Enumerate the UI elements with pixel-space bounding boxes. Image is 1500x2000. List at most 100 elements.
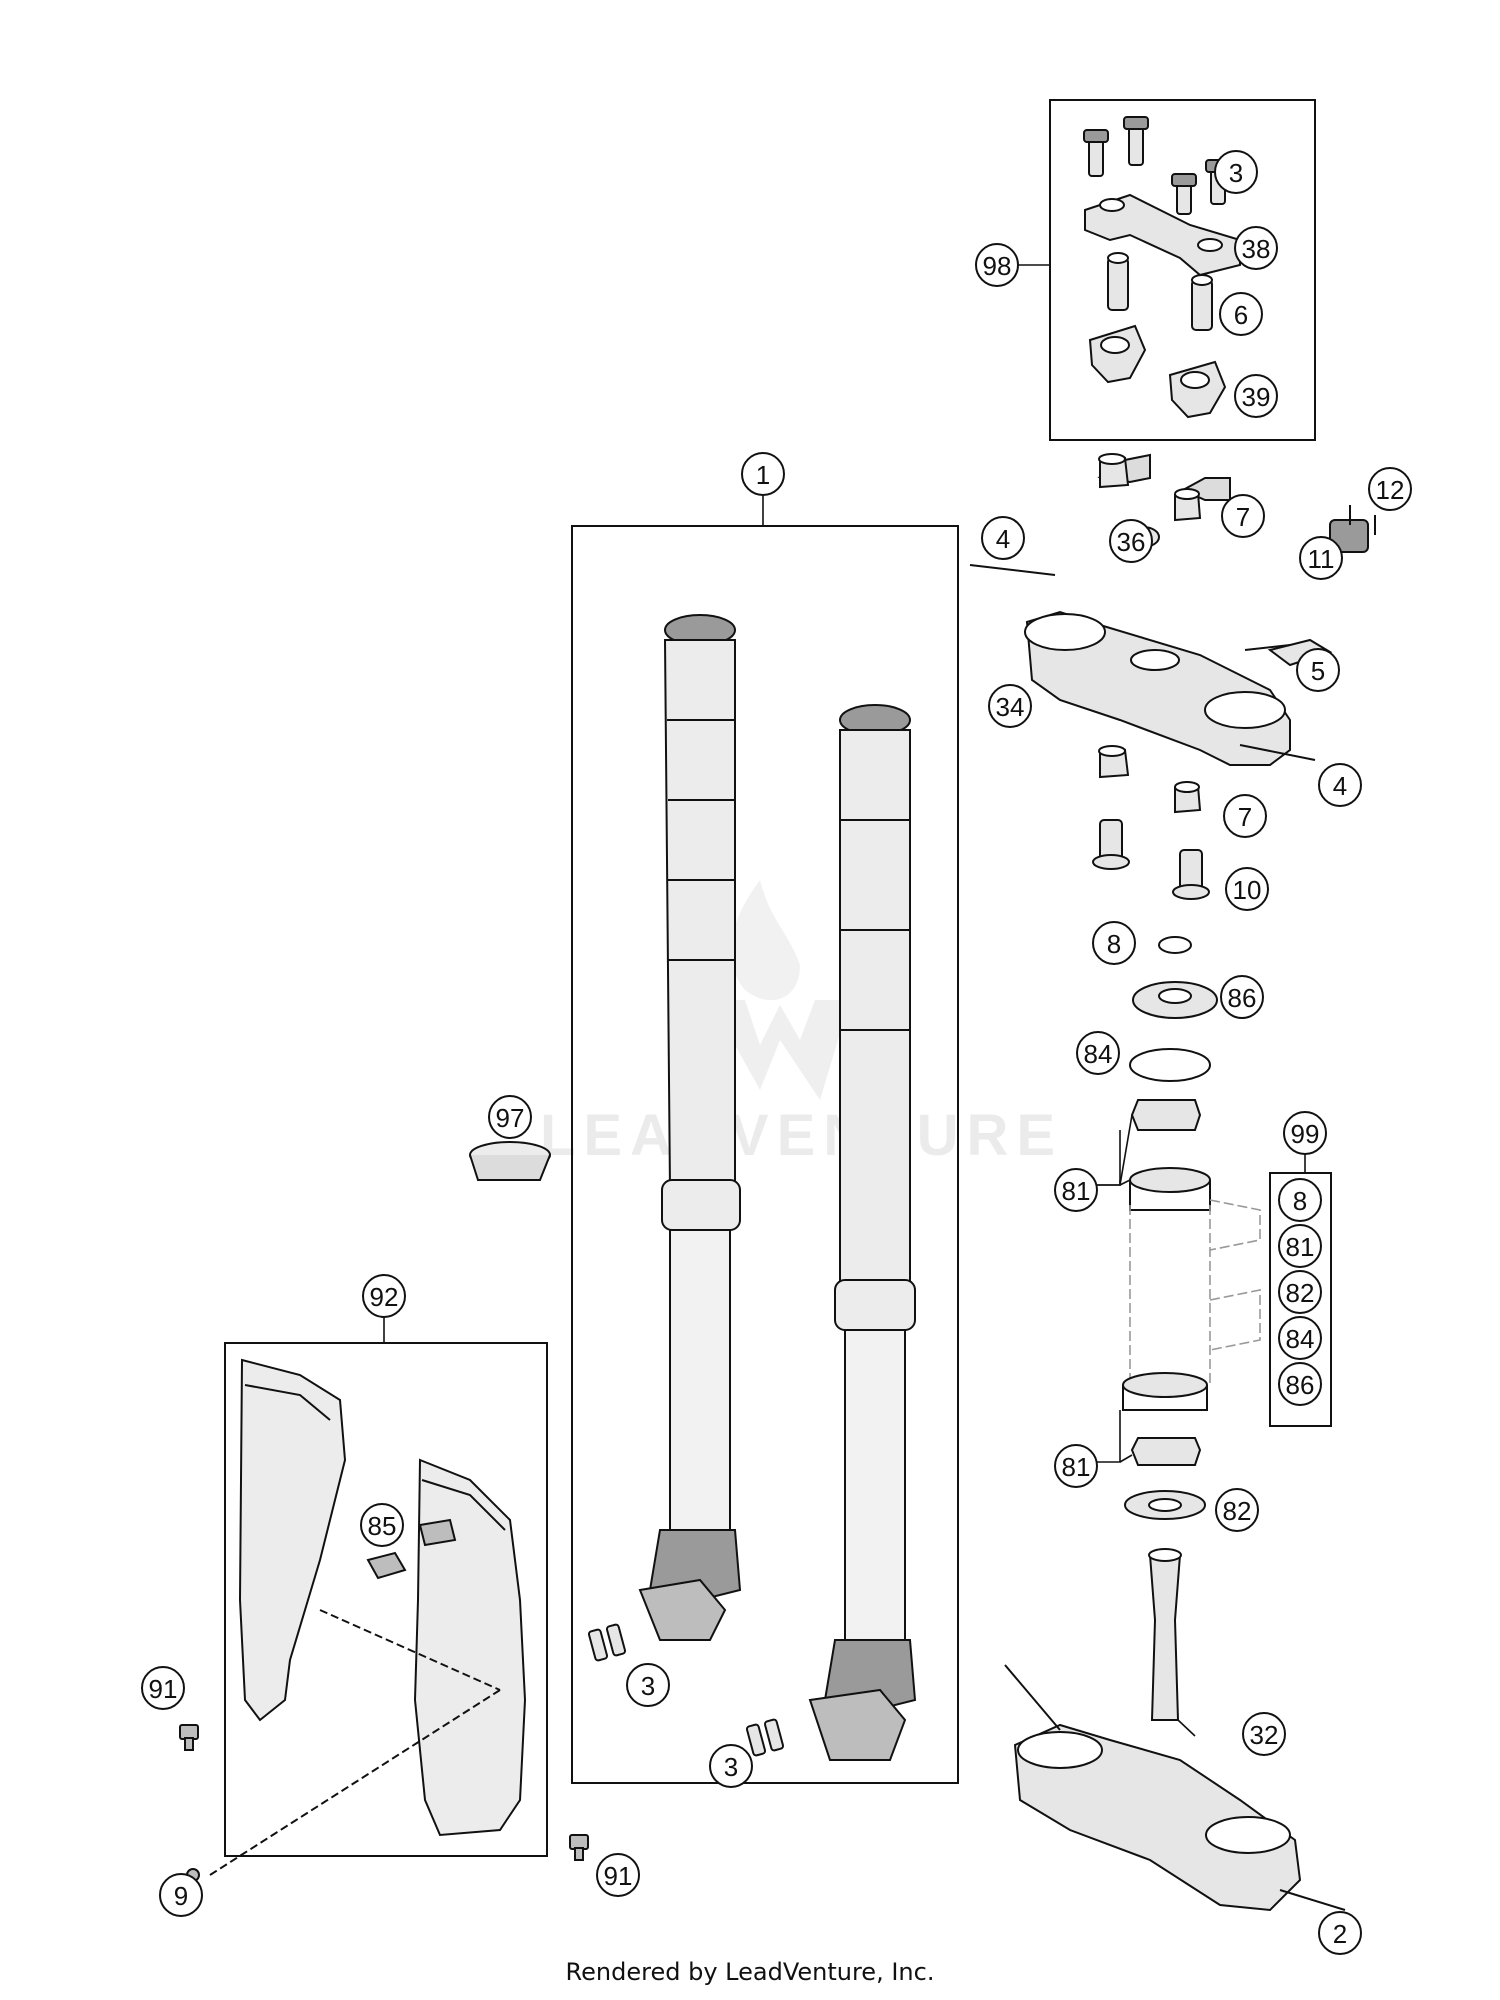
callout-c97-label: 97 (496, 1103, 525, 1133)
callout-c34: 34 (988, 684, 1032, 728)
callout-c32: 32 (1242, 1712, 1286, 1756)
callout-c7a-label: 7 (1236, 502, 1250, 532)
callout-c86-circle (1220, 975, 1264, 1019)
callout-c34-label: 34 (996, 692, 1025, 722)
callout-c4b: 4 (1318, 763, 1362, 807)
callout-c10-label: 10 (1233, 875, 1262, 905)
callout-c7b: 7 (1223, 794, 1267, 838)
callout-c12-label: 12 (1376, 475, 1405, 505)
render-credit: Rendered by LeadVenture, Inc. (565, 1958, 935, 1986)
kit-99-item-3: 84 (1278, 1316, 1322, 1360)
callout-c86: 86 (1220, 975, 1264, 1019)
callout-c10: 10 (1225, 867, 1269, 911)
callout-c10-circle (1225, 867, 1269, 911)
bearing-kit-box (1269, 1172, 1332, 1427)
callout-c99-label: 99 (1291, 1119, 1320, 1149)
callout-c36-label: 36 (1117, 527, 1146, 557)
callout-c39-circle (1234, 374, 1278, 418)
kit-99-item-1: 81 (1278, 1224, 1322, 1268)
kit-99-item-1-circle (1278, 1224, 1322, 1268)
callout-c3b-label: 3 (641, 1671, 655, 1701)
callout-c84: 84 (1076, 1031, 1120, 1075)
handlebar-clamp-parts (1083, 116, 1241, 419)
callout-c4a-circle (981, 516, 1025, 560)
callout-c82-label: 82 (1223, 1496, 1252, 1526)
callout-c81a: 81 (1054, 1168, 1098, 1212)
callout-c4b-label: 4 (1333, 771, 1347, 801)
callout-c5: 5 (1296, 648, 1340, 692)
callout-c2: 2 (1318, 1911, 1362, 1955)
callout-c81a-label: 81 (1062, 1176, 1091, 1206)
kit-99-item-1-label: 81 (1286, 1232, 1315, 1262)
callout-c9-circle (159, 1873, 203, 1917)
callout-c97: 97 (488, 1095, 532, 1139)
lower-bearings (1122, 1372, 1208, 1520)
callout-c92-circle (362, 1274, 406, 1318)
callout-c32-circle (1242, 1712, 1286, 1756)
callout-c38-label: 38 (1242, 234, 1271, 264)
callout-c91b: 91 (596, 1853, 640, 1897)
lower-triple-clamp-and-stem (1004, 1548, 1346, 1912)
callout-c2-circle (1318, 1911, 1362, 1955)
callout-c8: 8 (1092, 921, 1136, 965)
callout-c4b-circle (1318, 763, 1362, 807)
callout-c32-label: 32 (1250, 1720, 1279, 1750)
callout-c6-label: 6 (1234, 300, 1248, 330)
kit-99-item-0-circle (1278, 1178, 1322, 1222)
callout-c85: 85 (360, 1503, 404, 1547)
callout-c86-label: 86 (1228, 983, 1257, 1013)
kit-99-item-2: 82 (1278, 1270, 1322, 1314)
callout-c5-circle (1296, 648, 1340, 692)
callout-c39-label: 39 (1242, 382, 1271, 412)
callout-c98: 98 (975, 243, 1019, 287)
callout-c7a: 7 (1221, 494, 1265, 538)
callout-c99-circle (1283, 1111, 1327, 1155)
callout-c91a-label: 91 (149, 1674, 178, 1704)
callout-c92-label: 92 (370, 1282, 399, 1312)
callout-c4a: 4 (981, 516, 1025, 560)
fork-leg-right (808, 704, 917, 1761)
callout-c1-circle (741, 452, 785, 496)
handlebar-clamp-kit-box (1049, 99, 1316, 441)
kit-99-item-4-circle (1278, 1362, 1322, 1406)
callout-c84-circle (1076, 1031, 1120, 1075)
callout-c81b-label: 81 (1062, 1452, 1091, 1482)
callout-c34-circle (988, 684, 1032, 728)
fork-guard-screws (179, 1724, 589, 1882)
callout-c85-circle (360, 1503, 404, 1547)
callout-c3c-label: 3 (724, 1752, 738, 1782)
callout-c98-circle (975, 243, 1019, 287)
leader-lines (383, 264, 1306, 1737)
kit-99-item-0: 8 (1278, 1178, 1322, 1222)
watermark-text: LEADVENTURE (540, 1103, 1063, 1168)
stem-bushings (1092, 453, 1218, 1211)
callout-c3c: 3 (709, 1744, 753, 1788)
callout-c84-label: 84 (1084, 1039, 1113, 1069)
callout-c9: 9 (159, 1873, 203, 1917)
callout-c1: 1 (741, 452, 785, 496)
callout-c11-circle (1299, 536, 1343, 580)
callout-c7b-circle (1223, 794, 1267, 838)
callout-c11-label: 11 (1308, 544, 1335, 574)
fork-protector-ring (469, 1141, 551, 1181)
fork-guard-kit-box (224, 1342, 548, 1857)
kit-99-item-3-label: 84 (1286, 1324, 1315, 1354)
callout-c92: 92 (362, 1274, 406, 1318)
callout-c3b-circle (626, 1663, 670, 1707)
kit-99-item-2-label: 82 (1286, 1278, 1315, 1308)
callout-c3c-circle (709, 1744, 753, 1788)
callout-c7b-label: 7 (1238, 802, 1252, 832)
fork-guards (209, 1358, 527, 1876)
callout-c12: 12 (1368, 467, 1412, 511)
callout-c38-circle (1234, 226, 1278, 270)
fork-leg-left (638, 614, 742, 1641)
kit-99-item-3-circle (1278, 1316, 1322, 1360)
callout-c6: 6 (1219, 292, 1263, 336)
callout-c3b: 3 (626, 1663, 670, 1707)
callout-layer: 1233344567789101112323436383981818284858… (141, 150, 1412, 1955)
callout-c38: 38 (1234, 226, 1278, 270)
callout-c98-label: 98 (983, 251, 1012, 281)
callout-c82-circle (1215, 1488, 1259, 1532)
callout-c8-circle (1092, 921, 1136, 965)
